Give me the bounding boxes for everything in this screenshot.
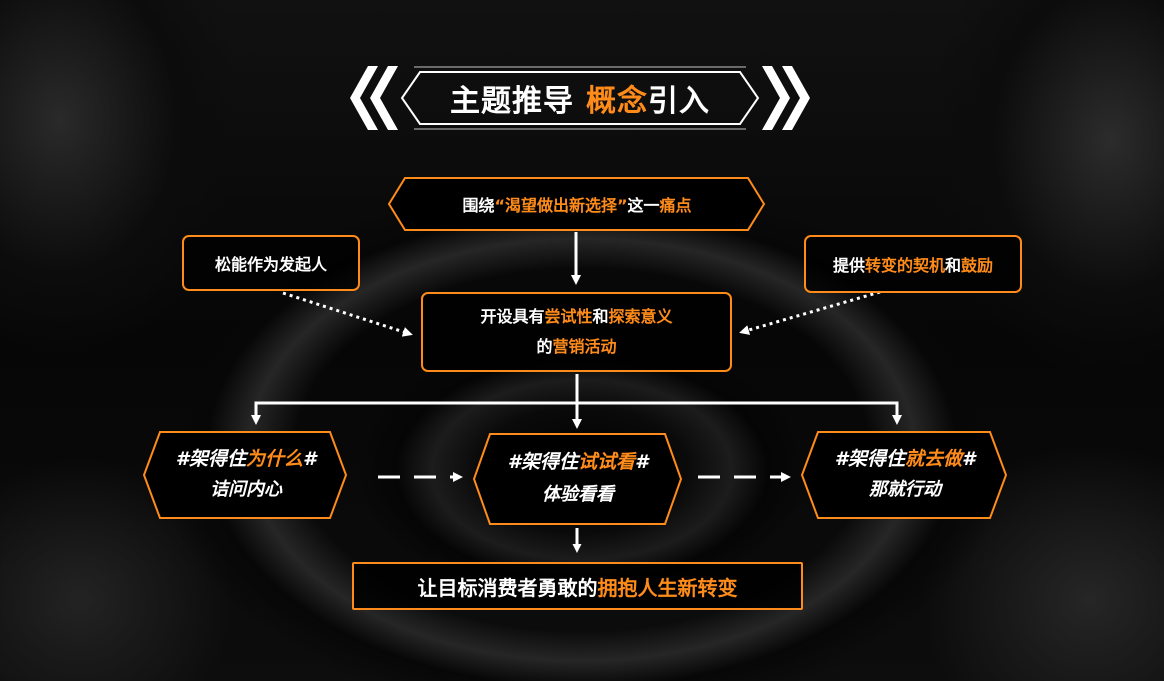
- top-box: 围绕 “渴望做出新选择” 这一 痛点: [395, 180, 759, 228]
- step-2-hash-pre: #架得住: [507, 451, 578, 473]
- right-box-mid: 和: [945, 256, 962, 275]
- center-line2-pre: 的: [536, 337, 553, 356]
- step-3-hash-post: #: [962, 448, 976, 470]
- right-box-hl1: 转变的契机: [864, 256, 945, 275]
- center-hl3: 营销活动: [552, 337, 617, 356]
- step-3-tag: #架得住就去做#: [835, 444, 975, 474]
- center-line1-pre: 开设具有: [480, 307, 545, 326]
- left-dotted-arrow: [282, 291, 413, 337]
- top-box-shape: [387, 177, 766, 231]
- step-3: #架得住就去做# 那就行动: [806, 434, 1004, 516]
- left-box-text: 松能作为发起人: [214, 255, 327, 274]
- step-1-tag: #架得住为什么#: [176, 444, 316, 474]
- center-mid: 和: [592, 307, 609, 326]
- step-2-tag: #架得住试试看#: [508, 446, 648, 478]
- step-1: #架得住为什么# 诘问内心: [148, 434, 344, 516]
- title-chevrons-right: [762, 66, 810, 130]
- title-part1: 主题推导: [450, 84, 574, 119]
- bottom-box: 让目标消费者勇敢的 拥抱人生新转变: [352, 562, 803, 610]
- step-3-hash-pre: #架得住: [834, 448, 905, 470]
- step1-shape: [142, 431, 348, 519]
- step-3-sub: 那就行动: [869, 479, 941, 500]
- left-box: 松能作为发起人: [182, 235, 360, 291]
- top-box-pre: 围绕: [462, 196, 495, 215]
- right-dotted-arrow: [739, 290, 881, 335]
- center-box-line1: 开设具有尝试性和探索意义: [480, 302, 672, 332]
- step-2-sub: 体验看看: [542, 484, 614, 505]
- top-box-end: 痛点: [659, 196, 692, 215]
- title-chevrons-left: [350, 66, 398, 130]
- step-1-highlight: 为什么: [245, 448, 303, 470]
- right-box-pre: 提供: [832, 256, 865, 275]
- step-1-sub: 诘问内心: [210, 479, 282, 500]
- bottom-box-highlight: 拥抱人生新转变: [597, 575, 738, 600]
- step-3-highlight: 就去做: [904, 448, 962, 470]
- step2-shape: [472, 433, 683, 525]
- bottom-box-pre: 让目标消费者勇敢的: [417, 575, 598, 600]
- title-frame: [400, 71, 760, 125]
- right-box: 提供 转变的契机 和 鼓励: [804, 235, 1022, 293]
- step-2-hash-post: #: [635, 451, 649, 473]
- top-box-mid: 这一: [627, 196, 660, 215]
- step-1-hash-pre: #架得住: [175, 448, 246, 470]
- page-title: 主题推导 概念 引入: [405, 70, 755, 126]
- center-box: 开设具有尝试性和探索意义 的营销活动: [421, 292, 732, 372]
- top-box-highlight: “渴望做出新选择”: [494, 196, 628, 215]
- title-part2: 概念: [586, 84, 648, 119]
- step-2-highlight: 试试看: [577, 451, 635, 473]
- center-box-line2: 的营销活动: [536, 332, 616, 362]
- right-box-hl2: 鼓励: [961, 256, 994, 275]
- center-hl1: 尝试性: [544, 307, 593, 326]
- step3-shape: [800, 431, 1008, 519]
- step-1-hash-post: #: [303, 448, 317, 470]
- step-2: #架得住试试看# 体验看看: [478, 436, 678, 522]
- title-part3: 引入: [648, 84, 710, 119]
- center-hl2: 探索意义: [608, 307, 673, 326]
